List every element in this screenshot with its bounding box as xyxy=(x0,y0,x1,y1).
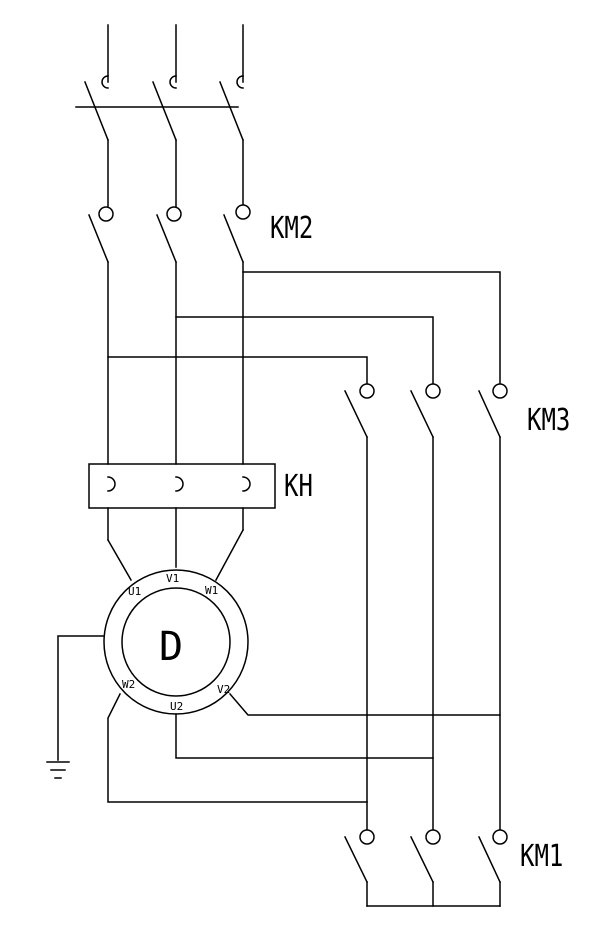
terminal-u1: U1 xyxy=(128,585,141,598)
contactor-km3: KM3 xyxy=(343,383,570,439)
km1-label: KM1 xyxy=(520,839,563,873)
km3-label: KM3 xyxy=(527,403,570,437)
terminal-u2: U2 xyxy=(170,700,183,713)
terminal-v2: V2 xyxy=(217,683,230,696)
ground-symbol xyxy=(46,635,105,779)
km3-feed-wires xyxy=(107,271,501,385)
thermal-relay-kh: KH xyxy=(88,463,313,509)
motor-label: D xyxy=(159,624,183,670)
terminal-v1: V1 xyxy=(166,572,179,585)
km1-feed-wires xyxy=(107,692,501,803)
kh-label: KH xyxy=(284,469,313,503)
contactor-km1: KM1 xyxy=(343,829,563,907)
motor: D U1 V1 W1 W2 U2 V2 xyxy=(103,569,249,715)
contactor-km2: KM2 xyxy=(88,204,313,263)
terminal-w1: W1 xyxy=(205,584,218,597)
terminal-w2: W2 xyxy=(122,678,135,691)
km2-label: KM2 xyxy=(270,211,313,245)
main-switch xyxy=(75,24,244,208)
